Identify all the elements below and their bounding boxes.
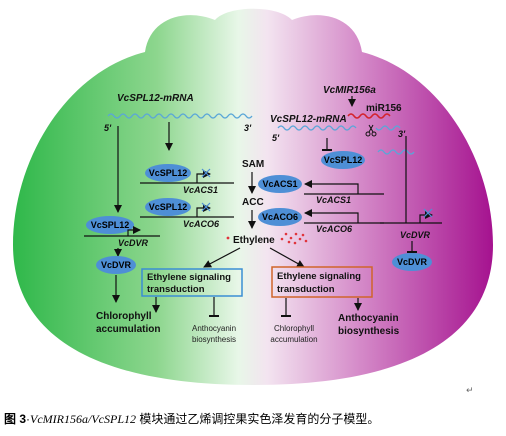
right-dvr-tss-arrow — [419, 211, 433, 223]
left-spl12-dvr-oval — [86, 216, 134, 234]
right-spl12-label: VcSPL12 — [324, 155, 363, 165]
caption-text: 模块通过乙烯调控果实色泽发育的分子模型。 — [136, 412, 380, 426]
left-spl12-dvr-label: VcSPL12 — [91, 220, 130, 230]
caption-prefix: 图 3 — [4, 412, 27, 426]
right-ethylene-signaling-box — [271, 266, 373, 298]
right-mirna-cleavage-scissors-icon — [365, 124, 377, 137]
right-eth-box-line2: transduction — [277, 284, 335, 295]
right-dvr-gene-label: VcDVR — [400, 230, 431, 240]
right-dvr-blocked-scissors-icon — [423, 208, 433, 218]
left-eth-box-line1: Ethylene signaling — [147, 272, 231, 283]
ethylene-small-dot — [226, 236, 230, 240]
right-mir156-label: miR156 — [366, 103, 402, 114]
right-acs1-tss-arrow — [304, 180, 359, 194]
right-mrna-wave-left — [277, 125, 357, 131]
right-aco6-protein-label: VcACO6 — [262, 212, 298, 222]
right-chlorophyll-line1: Chlorophyll — [274, 324, 314, 333]
left-chlorophyll-line1: Chlorophyll — [96, 311, 152, 322]
paragraph-return-mark: ↵ — [466, 386, 474, 396]
left-chlorophyll-line2: accumulation — [96, 324, 160, 335]
left-dvr-protein-label: VcDVR — [101, 260, 132, 270]
left-aco6-gene-label: VcACO6 — [183, 219, 220, 229]
right-spl12-oval — [321, 151, 365, 169]
left-spl12-acs1-oval — [145, 164, 191, 182]
right-anthocyanin-line2: biosynthesis — [338, 326, 400, 337]
right-anthocyanin-line1: Anthocyanin — [338, 313, 399, 324]
right-aco6-gene-label: VcACO6 — [316, 224, 353, 234]
right-mrna-cleaved-fragment — [377, 149, 415, 155]
left-spl12-aco6-label: VcSPL12 — [149, 202, 188, 212]
left-dvr-tss-arrow — [127, 226, 141, 236]
left-anthocyanin-line2: biosynthesis — [192, 335, 236, 344]
right-chlorophyll-line2: accumulation — [270, 335, 317, 344]
right-five-prime: 5' — [272, 133, 280, 143]
fruit-shape-background — [13, 8, 493, 385]
left-five-prime: 5' — [104, 123, 112, 133]
right-eth-box-line1: Ethylene signaling — [277, 271, 361, 282]
ethylene-to-right-box-arrow — [269, 247, 305, 268]
right-acs1-protein-oval — [258, 175, 302, 193]
right-aco6-tss-arrow — [304, 209, 359, 223]
figure-caption: 图 3·VcMIR156a/VcSPL12 模块通过乙烯调控果实色泽发育的分子模… — [4, 410, 504, 427]
left-anthocyanin-line1: Anthocyanin — [192, 324, 236, 333]
caption-separator: · — [26, 412, 31, 426]
ethylene-label: Ethylene — [233, 235, 275, 246]
left-aco6-scissors-icon — [201, 202, 211, 212]
sam-label: SAM — [242, 159, 264, 170]
caption-gene-names: VcMIR156a/VcSPL12 — [30, 412, 136, 426]
left-eth-box-line2: transduction — [147, 284, 205, 295]
right-mir156-wave — [347, 113, 391, 119]
left-mrna-wave — [107, 113, 253, 119]
right-mir-label: VcMIR156a — [323, 85, 376, 96]
left-ethylene-signaling-box — [141, 268, 243, 297]
left-three-prime: 3' — [244, 123, 252, 133]
right-dvr-protein-oval — [392, 253, 432, 271]
left-dvr-gene-label: VcDVR — [118, 238, 149, 248]
left-spl12-aco6-oval — [145, 198, 191, 216]
acc-label: ACC — [242, 197, 264, 208]
right-three-prime: 3' — [398, 129, 406, 139]
left-mrna-label: VcSPL12-mRNA — [117, 93, 194, 104]
right-acs1-protein-label: VcACS1 — [262, 179, 297, 189]
right-mrna-wave-right — [375, 125, 401, 131]
right-dvr-protein-label: VcDVR — [397, 257, 428, 267]
ethylene-to-left-box-arrow — [203, 247, 241, 268]
ethylene-dots — [280, 232, 308, 245]
right-mrna-label: VcSPL12-mRNA — [270, 114, 347, 125]
left-spl12-acs1-label: VcSPL12 — [149, 168, 188, 178]
left-acs1-scissors-icon — [201, 168, 211, 178]
left-acs1-gene-label: VcACS1 — [183, 185, 218, 195]
left-dvr-protein-oval — [96, 256, 136, 274]
right-acs1-gene-label: VcACS1 — [316, 195, 351, 205]
right-aco6-protein-oval — [258, 208, 302, 226]
